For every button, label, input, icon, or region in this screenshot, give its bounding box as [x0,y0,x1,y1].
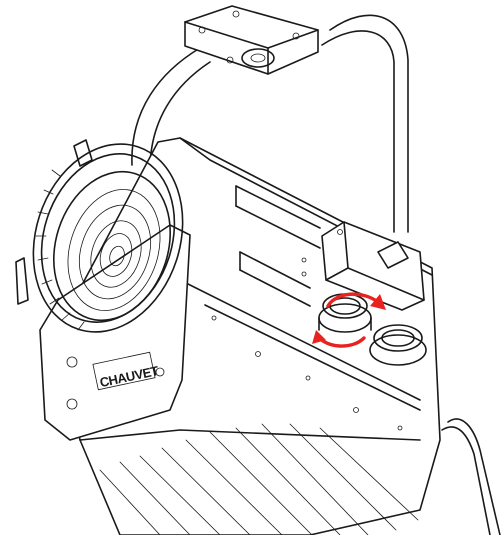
power-cable [441,418,501,535]
connector-icon [377,241,409,269]
rotation-arrowhead-upper-icon [370,294,386,310]
rotation-arrowhead-lower-icon [312,330,326,344]
front-bezel: CHAUVET [39,224,191,441]
cooling-fins [79,423,421,535]
rotation-arrow-upper-icon [326,292,380,308]
mounting-plate [184,5,319,75]
connector-collar-output [373,324,423,352]
fresnel-lens [15,139,184,333]
mount-hole-icon [241,48,275,68]
rotation-arrows [312,292,386,348]
yoke-arm [131,14,409,233]
control-box [321,221,425,311]
